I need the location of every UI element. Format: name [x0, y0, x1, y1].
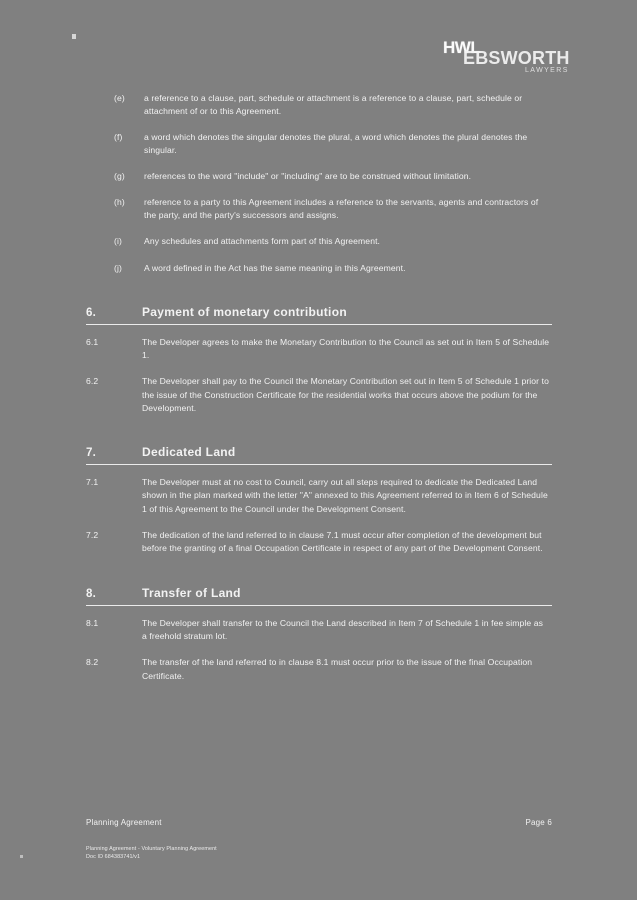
- section-title: Transfer of Land: [142, 585, 241, 600]
- clause-number: 7.1: [86, 477, 99, 488]
- section-divider: [86, 464, 552, 466]
- clause: 8.2 The transfer of the land referred to…: [86, 656, 552, 683]
- footer-reference-line-2: Doc ID 684383741/v1: [86, 854, 141, 861]
- list-item-marker: (e): [114, 93, 125, 103]
- list-item-marker: (j): [114, 262, 122, 273]
- list-item-marker: (h): [114, 197, 125, 208]
- list-item: (g) references to the word "include" or …: [86, 170, 552, 183]
- footer-reference: Planning Agreement - Voluntary Planning …: [86, 845, 506, 861]
- list-item-text: reference to a party to this Agreement i…: [144, 197, 539, 221]
- logo-mark-hwl: HWL: [443, 38, 481, 57]
- list-item-marker: (g): [114, 171, 125, 182]
- list-item-text: a reference to a clause, part, schedule …: [144, 93, 523, 117]
- list-item: (i) Any schedules and attachments form p…: [86, 235, 552, 248]
- section-number: 8.: [86, 587, 96, 600]
- clause-text: The Developer agrees to make the Monetar…: [142, 336, 550, 360]
- list-item-text: references to the word "include" or "inc…: [144, 171, 472, 182]
- list-item-text: Any schedules and attachments form part …: [144, 236, 381, 247]
- list-item-text: a word which denotes the singular denote…: [144, 132, 528, 156]
- clause: 7.2 The dedication of the land referred …: [86, 529, 552, 556]
- clause-text: The Developer shall pay to the Council t…: [142, 376, 549, 413]
- clause-text: The Developer shall transfer to the Coun…: [142, 617, 544, 641]
- page-content: (e) a reference to a clause, part, sched…: [86, 92, 552, 696]
- list-item: (e) a reference to a clause, part, sched…: [86, 92, 552, 118]
- clause-number: 6.1: [86, 336, 99, 347]
- clause-number: 8.2: [86, 657, 99, 668]
- section-heading-8: 8. Transfer of Land: [86, 586, 552, 600]
- scan-artifact-speck: [72, 34, 76, 39]
- logo-firm-name: EBSWORTH: [463, 48, 570, 68]
- clause-number: 7.2: [86, 530, 99, 541]
- section-heading-7: 7. Dedicated Land: [86, 445, 552, 459]
- clause-number: 8.1: [86, 617, 99, 628]
- section-divider: [86, 323, 552, 325]
- page-footer: Planning Agreement Page 6: [86, 818, 552, 827]
- section-heading-6: 6. Payment of monetary contribution: [86, 305, 552, 319]
- clause-text: The transfer of the land referred to in …: [142, 657, 533, 681]
- list-item: (j) A word defined in the Act has the sa…: [86, 262, 552, 275]
- clause-text: The Developer must at no cost to Council…: [142, 477, 548, 514]
- section-title: Payment of monetary contribution: [142, 304, 347, 319]
- section-divider: [86, 604, 552, 606]
- footer-document-title: Planning Agreement: [86, 818, 162, 827]
- clause: 7.1 The Developer must at no cost to Cou…: [86, 476, 552, 516]
- footer-page-number: Page 6: [525, 818, 552, 827]
- clause-text: The dedication of the land referred to i…: [142, 530, 543, 554]
- clause: 8.1 The Developer shall transfer to the …: [86, 617, 552, 644]
- footer-reference-line-1: Planning Agreement - Voluntary Planning …: [86, 846, 217, 852]
- list-item: (h) reference to a party to this Agreeme…: [86, 196, 552, 222]
- list-item-text: A word defined in the Act has the same m…: [144, 262, 406, 273]
- section-number: 7.: [86, 447, 96, 460]
- list-item-marker: (f): [114, 132, 123, 143]
- clause: 6.1 The Developer agrees to make the Mon…: [86, 336, 552, 363]
- clause: 6.2 The Developer shall pay to the Counc…: [86, 375, 552, 415]
- scan-artifact-speck-bottom: [20, 855, 23, 858]
- section-number: 6.: [86, 306, 96, 319]
- list-item: (f) a word which denotes the singular de…: [86, 131, 552, 157]
- clause-number: 6.2: [86, 376, 99, 387]
- list-item-marker: (i): [114, 236, 122, 247]
- section-title: Dedicated Land: [142, 445, 236, 460]
- logo-tagline: LAWYERS: [525, 67, 569, 74]
- letterhead-logo: HWL EBSWORTH LAWYERS: [439, 38, 579, 82]
